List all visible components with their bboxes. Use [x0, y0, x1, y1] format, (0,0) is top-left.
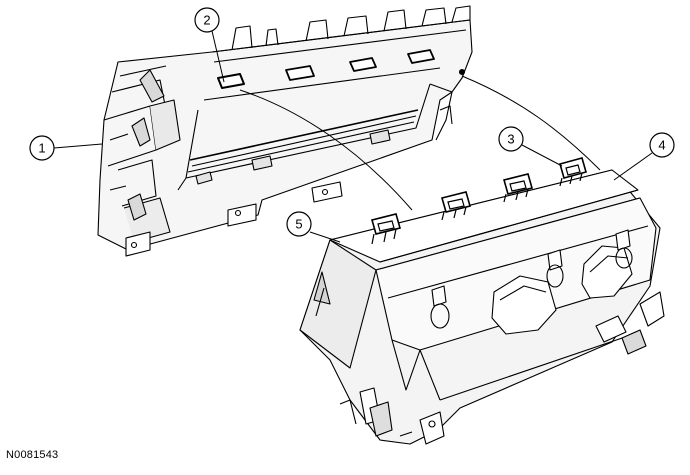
callout-2: 2	[194, 7, 225, 83]
callout-3: 3	[498, 126, 563, 167]
callout-3-label: 3	[507, 132, 514, 147]
airbag-module	[299, 169, 665, 445]
callout-1: 1	[29, 135, 103, 161]
retaining-clip-mid-a	[503, 173, 533, 203]
retaining-clip-5	[371, 213, 401, 245]
callout-1-label: 1	[38, 141, 45, 156]
callout-2-label: 2	[203, 13, 210, 28]
assembly-lines	[239, 75, 601, 211]
retaining-clip-3	[559, 157, 587, 187]
figure-id-label: N0081543	[6, 449, 59, 461]
callout-4-label: 4	[658, 138, 665, 153]
callout-5-label: 5	[295, 217, 302, 232]
trim-panel	[97, 5, 473, 257]
retaining-clip-mid-b	[441, 191, 471, 221]
callout-4: 4	[613, 132, 675, 181]
callout-5: 5	[286, 211, 341, 243]
